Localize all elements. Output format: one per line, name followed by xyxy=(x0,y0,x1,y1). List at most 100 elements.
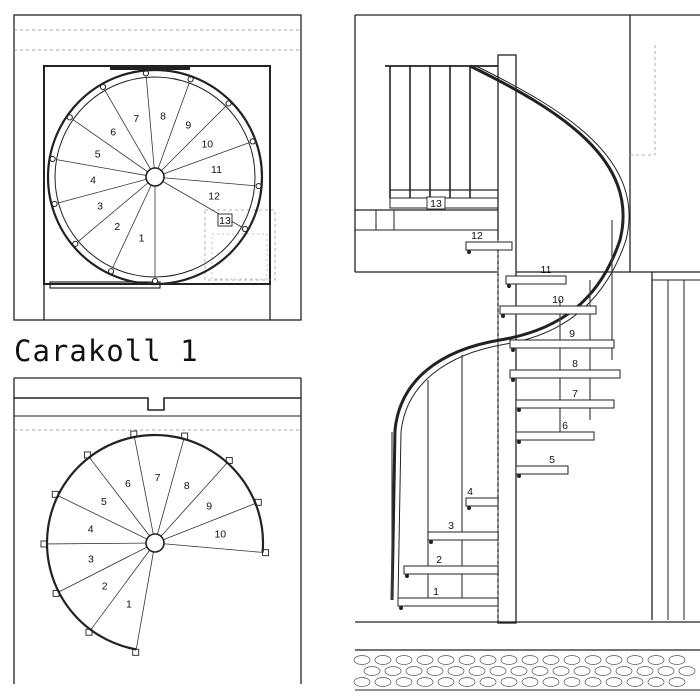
plan-partial-tread-edge xyxy=(133,436,156,544)
plan-full-tread-edge xyxy=(112,176,156,268)
plan-partial-slab-edge xyxy=(14,397,301,411)
elevation-tread xyxy=(509,339,615,349)
gravel-stone xyxy=(594,666,612,676)
plan-full-landing-box xyxy=(217,213,233,227)
plan-partial-handrail xyxy=(45,433,265,651)
plan-full-tread-edge xyxy=(58,176,156,204)
gravel-stone xyxy=(542,677,560,687)
gravel-stone xyxy=(584,655,602,665)
plan-partial-tread-edge xyxy=(154,503,256,544)
gravel-stone xyxy=(500,677,518,687)
elevation-tread-bolt xyxy=(467,506,471,510)
elevation-tread-bolt xyxy=(467,250,471,254)
gravel-stone xyxy=(405,666,423,676)
plan-partial-step-label: 5 xyxy=(101,496,107,508)
plan-partial-step-label: 7 xyxy=(155,472,161,484)
plan-partial-step-label: 4 xyxy=(88,523,94,535)
elevation-tread-bolt xyxy=(501,314,505,318)
plan-full-step-label: 11 xyxy=(211,164,222,176)
gravel-stone xyxy=(647,677,665,687)
plan-full-step-label: 12 xyxy=(208,191,220,203)
elevation-tread-bolt xyxy=(517,440,521,444)
plan-partial-tread-edge xyxy=(154,438,185,544)
plan-full-bottom-rail xyxy=(49,281,161,289)
gravel-stone xyxy=(521,655,539,665)
elevation-step-label: 2 xyxy=(436,554,442,566)
plan-partial-step-label: 8 xyxy=(184,480,190,492)
plan-full-step-label: 6 xyxy=(110,126,116,138)
plan-partial-step-label: 10 xyxy=(214,529,226,541)
elevation-tread xyxy=(403,565,499,575)
elevation-tread-bolt xyxy=(511,378,515,382)
gravel-stone xyxy=(489,666,507,676)
gravel-stone xyxy=(563,655,581,665)
plan-full-outer-ring xyxy=(46,68,264,286)
plan-partial-tread-edge xyxy=(58,542,156,593)
elevation-tread-bolt xyxy=(507,284,511,288)
gravel-stone xyxy=(437,655,455,665)
gravel-stone xyxy=(416,655,434,665)
plan-full-step-label: 1 xyxy=(139,233,145,245)
plan-full-center-column xyxy=(145,167,165,187)
plan-full-step-label: 5 xyxy=(95,148,101,160)
elevation-tread xyxy=(515,399,615,409)
gravel-stone xyxy=(647,655,665,665)
gravel-stone xyxy=(426,666,444,676)
plan-full-tread-edge xyxy=(154,142,250,178)
plan-partial-step-label: 2 xyxy=(102,581,108,593)
gravel-stone xyxy=(458,655,476,665)
plan-full-inner-ring xyxy=(54,76,256,278)
elevation-tread xyxy=(465,241,513,251)
plan-full-step-label: 8 xyxy=(160,111,166,123)
plan-partial-tread-edge xyxy=(47,542,156,545)
plan-partial-center-column xyxy=(145,533,165,553)
gravel-stone xyxy=(458,677,476,687)
plan-full-step-label: 2 xyxy=(114,221,120,233)
plan-partial-step-label: 1 xyxy=(126,599,132,611)
plan-full-landing-label: 13 xyxy=(219,215,231,227)
gravel-stone xyxy=(353,677,371,687)
plan-full-tread-edge xyxy=(104,90,156,178)
gravel-stone xyxy=(542,655,560,665)
gravel-stone xyxy=(479,655,497,665)
elevation-tread xyxy=(515,465,569,475)
elevation-tread-bolt xyxy=(511,348,515,352)
plan-full-baluster xyxy=(151,277,159,285)
gravel-stone xyxy=(615,666,633,676)
gravel-stone xyxy=(416,677,434,687)
gravel-stone xyxy=(678,666,696,676)
elevation-tread xyxy=(397,597,499,607)
plan-full-tread-edge xyxy=(154,106,226,178)
elevation-step-label: 12 xyxy=(471,230,483,242)
plan-full-tread-edge xyxy=(154,176,255,187)
gravel-stone xyxy=(668,677,686,687)
gravel-stone xyxy=(584,677,602,687)
elevation-step-label: 4 xyxy=(467,486,473,498)
gravel-stone xyxy=(552,666,570,676)
elevation-step-label: 11 xyxy=(541,264,552,276)
landing-platform xyxy=(389,197,513,209)
drawing-title: Carakoll 1 xyxy=(14,334,199,368)
gravel-stone xyxy=(437,677,455,687)
landing-beam-end xyxy=(375,209,395,231)
plan-partial-step-label: 6 xyxy=(125,478,131,490)
elevation-step-label: 10 xyxy=(552,294,564,306)
plan-partial-tread-edge xyxy=(90,542,156,631)
elevation-tread xyxy=(427,531,499,541)
gravel-stone xyxy=(384,666,402,676)
gravel-stone xyxy=(374,677,392,687)
plan-full-tread-edge xyxy=(78,176,156,242)
plan-partial-tread-edge xyxy=(154,542,263,553)
elevation-tread xyxy=(465,497,499,507)
elevation-tread-bolt xyxy=(429,540,433,544)
gravel-stone xyxy=(626,655,644,665)
gravel-stone xyxy=(395,677,413,687)
gravel-stone xyxy=(468,666,486,676)
gravel-stone xyxy=(479,677,497,687)
plan-full-beam xyxy=(110,66,190,70)
elevation-tread-bolt xyxy=(405,574,409,578)
plan-partial-tread-edge xyxy=(57,495,156,544)
elevation-step-label: 9 xyxy=(569,328,575,340)
plan-partial-step-label: 9 xyxy=(206,500,212,512)
